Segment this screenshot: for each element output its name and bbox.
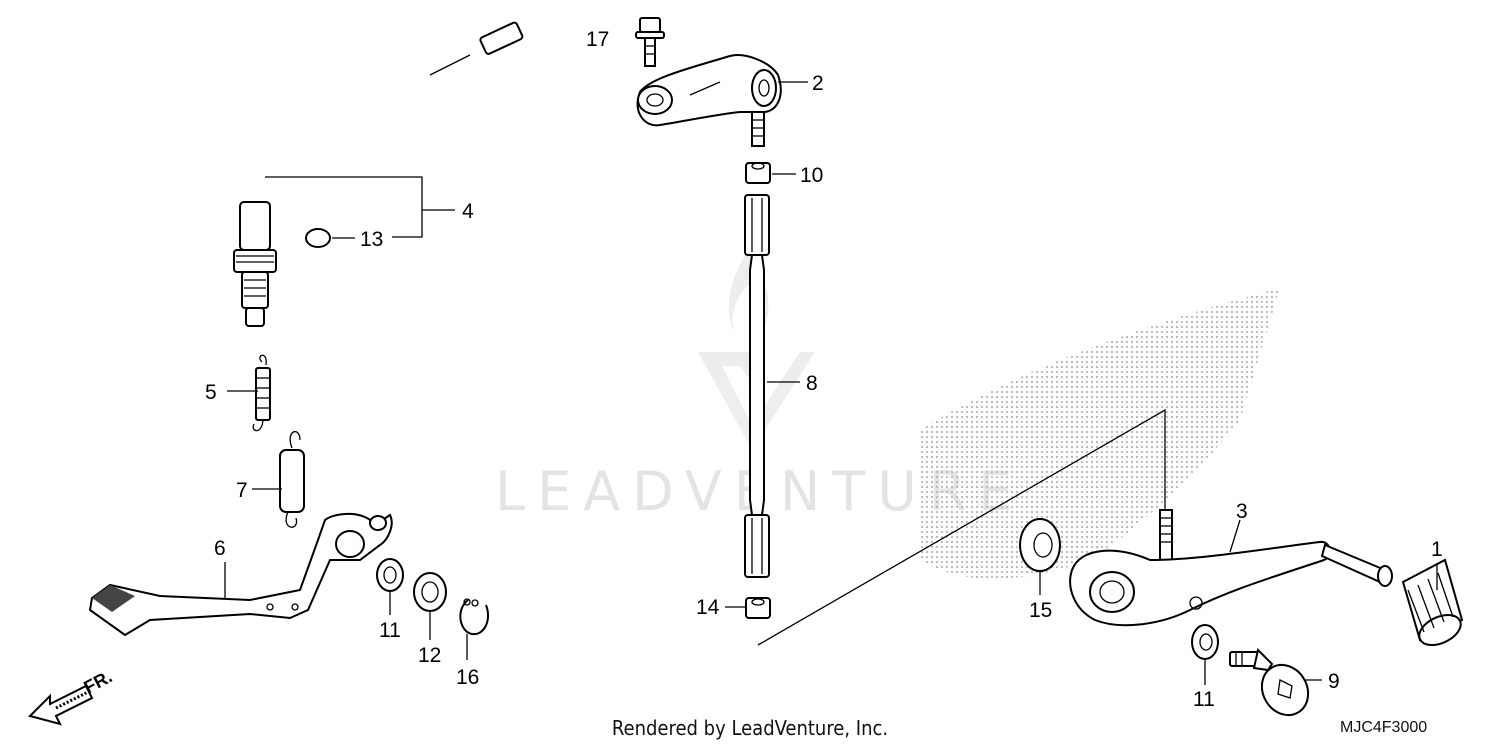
callout-11-left: 11 — [379, 619, 401, 642]
pivot-bolt-part-9 — [1229, 648, 1310, 717]
stipple-shading — [920, 288, 1280, 579]
spring-part-5 — [252, 354, 271, 432]
callout-16: 16 — [456, 666, 479, 689]
washer-part-11-left — [376, 558, 404, 592]
callout-11-right: 11 — [1193, 688, 1215, 711]
callout-10: 10 — [800, 164, 823, 187]
callout-17: 17 — [586, 28, 609, 51]
shift-rod-part-8 — [744, 194, 770, 578]
washer-part-15 — [1019, 518, 1061, 572]
nut-part-14 — [745, 597, 771, 619]
gearshift-pedal-part-3 — [1069, 509, 1393, 627]
callout-labels: 17 2 10 4 13 5 7 6 8 11 12 16 14 15 3 1 … — [205, 28, 1443, 711]
clip-part-13 — [305, 228, 331, 248]
callout-13: 13 — [360, 228, 383, 251]
callout-15: 15 — [1029, 599, 1052, 622]
callout-9: 9 — [1328, 670, 1340, 693]
callout-leaders — [224, 37, 1438, 685]
circlip-part-16 — [459, 598, 490, 636]
callout-8: 8 — [806, 372, 818, 395]
nut-part-10 — [745, 162, 771, 184]
callout-1: 1 — [1431, 538, 1443, 561]
callout-6: 6 — [214, 537, 226, 560]
callout-7: 7 — [236, 479, 248, 502]
callout-12: 12 — [418, 644, 441, 667]
diagram-code: MJC4F3000 — [1340, 719, 1428, 736]
callout-2: 2 — [812, 72, 824, 95]
callout-14: 14 — [696, 596, 720, 619]
peg-rubber-part-1 — [1401, 558, 1464, 647]
spring-part-7 — [279, 430, 305, 528]
stop-switch-part-4 — [233, 21, 524, 327]
brake-pedal-part-6 — [88, 512, 393, 637]
callout-4: 4 — [462, 200, 474, 223]
washer-part-11-right — [1191, 624, 1219, 660]
assembly-lines — [757, 408, 1166, 646]
washer-part-12 — [413, 572, 447, 612]
bolt-part-17 — [635, 17, 665, 67]
callout-3: 3 — [1236, 500, 1248, 523]
callout-5: 5 — [205, 381, 217, 404]
rendered-by-footer: Rendered by LeadVenture, Inc. — [611, 716, 889, 740]
gearshift-arm-part-2 — [636, 54, 782, 147]
